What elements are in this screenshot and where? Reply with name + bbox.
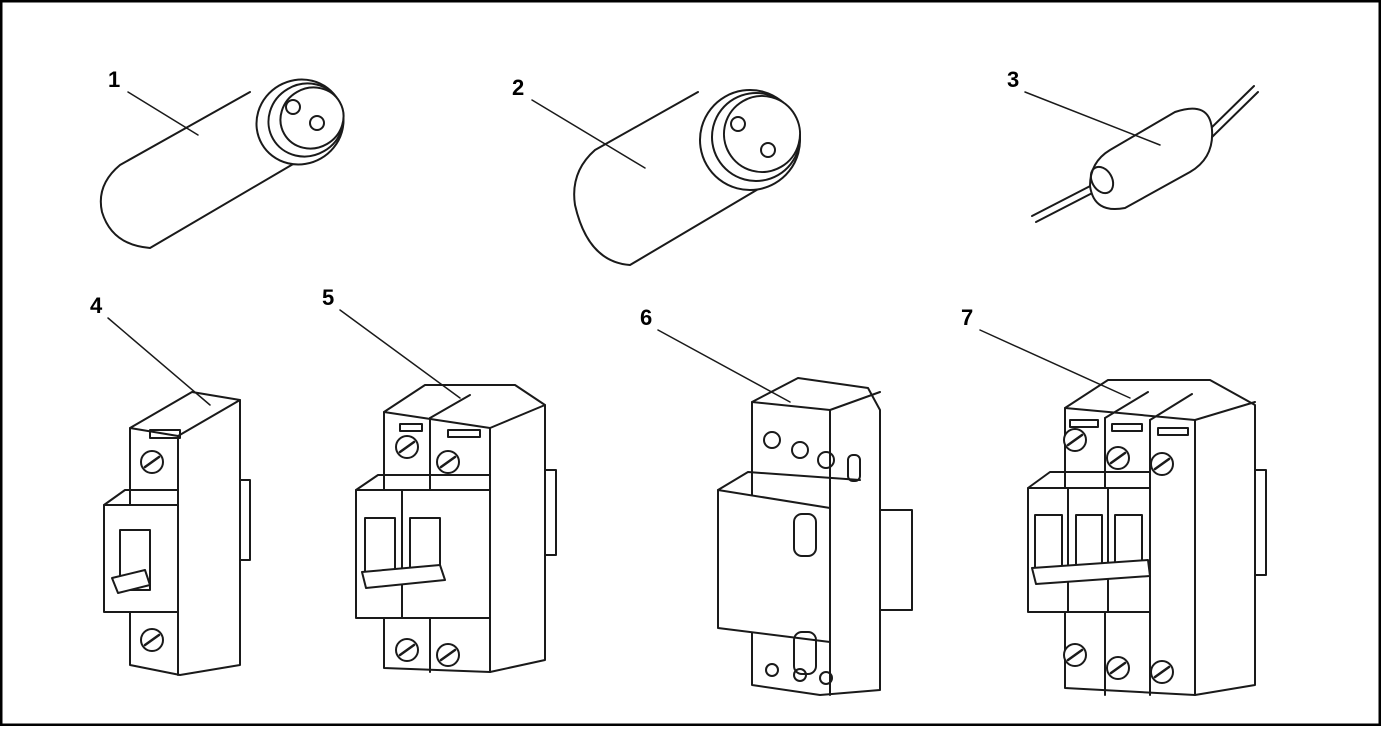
breaker-2 bbox=[355, 384, 557, 673]
rcd-6 bbox=[717, 377, 913, 696]
capacitor-3 bbox=[1031, 85, 1259, 223]
callout-7: 7 bbox=[961, 305, 973, 330]
breaker-1 bbox=[103, 391, 251, 676]
callout-6: 6 bbox=[640, 305, 652, 330]
callout-3: 3 bbox=[1007, 67, 1019, 92]
capacitor-2 bbox=[573, 89, 801, 266]
breaker-7 bbox=[1027, 379, 1267, 696]
callout-2: 2 bbox=[512, 75, 524, 100]
callout-4: 4 bbox=[90, 293, 103, 318]
capacitor-1 bbox=[99, 78, 345, 249]
leader-lines bbox=[107, 91, 1161, 406]
callout-1: 1 bbox=[108, 67, 120, 92]
callout-5: 5 bbox=[322, 285, 334, 310]
